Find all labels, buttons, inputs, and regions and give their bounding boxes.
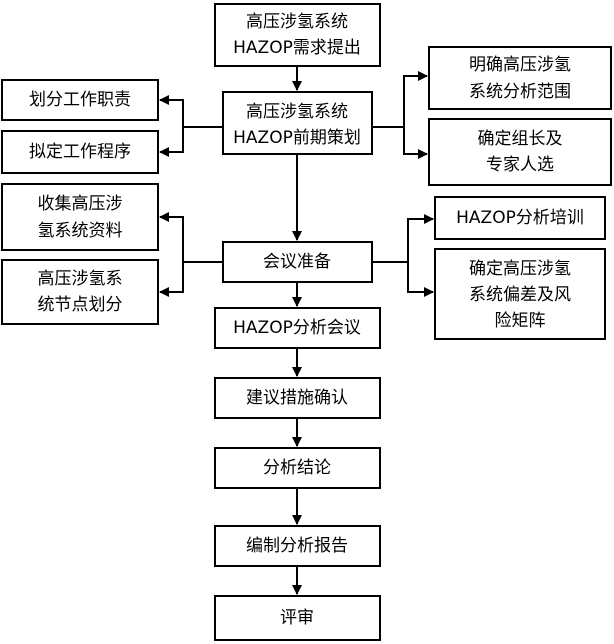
edge-preplan-to-divide-duty [159, 95, 223, 128]
node-deviation-line-1: 确定高压涉氢 [469, 259, 571, 279]
node-nodes-div-line-2: 统节点划分 [38, 295, 123, 315]
node-pre-plan-line-2: HAZOP前期策划 [233, 128, 361, 148]
node-collect: 收集高压涉 氢系统资料 [1, 183, 159, 251]
node-collect-line-1: 收集高压涉 [38, 194, 123, 214]
node-deviation: 确定高压涉氢 系统偏差及风 险矩阵 [434, 248, 606, 340]
edge-prep-to-training [372, 214, 434, 263]
edge-preplan-to-draft-proc [159, 127, 184, 157]
node-report-line-1: 编制分析报告 [246, 536, 348, 556]
node-training-line-1: HAZOP分析培训 [456, 208, 584, 228]
edge-preplan-to-team [403, 127, 428, 159]
node-confirm-line-1: 建议措施确认 [246, 388, 348, 408]
node-draft-proc: 拟定工作程序 [1, 130, 159, 174]
node-pre-plan-line-1: 高压涉氢系统 [246, 102, 348, 122]
node-demand-line-2: HAZOP需求提出 [233, 38, 361, 58]
node-nodes-div: 高压涉氢系 统节点划分 [1, 259, 159, 325]
node-deviation-line-2: 系统偏差及风 [469, 285, 571, 305]
edge-preplan-to-scope [372, 71, 428, 128]
node-conclusion: 分析结论 [214, 447, 381, 489]
node-conclusion-line-1: 分析结论 [263, 458, 331, 478]
edge-prep-to-collect [159, 212, 223, 263]
node-divide-duty-line-1: 划分工作职责 [29, 90, 131, 110]
edges [159, 66, 434, 595]
node-pre-plan: 高压涉氢系统 HAZOP前期策划 [222, 91, 373, 155]
node-team-line-1: 确定组长及 [478, 129, 563, 149]
node-scope: 明确高压涉氢 系统分析范围 [428, 46, 612, 110]
node-demand-line-1: 高压涉氢系统 [246, 12, 348, 32]
node-deviation-line-3: 险矩阵 [495, 311, 546, 331]
node-meeting-line-1: HAZOP分析会议 [233, 318, 361, 338]
node-training: HAZOP分析培训 [434, 196, 606, 240]
edge-prep-to-nodes-div [159, 262, 184, 297]
node-nodes-div-line-1: 高压涉氢系 [38, 269, 123, 289]
node-meeting: HAZOP分析会议 [214, 307, 381, 349]
node-prep: 会议准备 [222, 241, 373, 283]
node-review: 评审 [214, 595, 381, 641]
node-demand: 高压涉氢系统 HAZOP需求提出 [214, 3, 381, 67]
node-team: 确定组长及 专家人选 [428, 118, 612, 186]
node-draft-proc-line-1: 拟定工作程序 [29, 142, 131, 162]
node-scope-line-2: 系统分析范围 [469, 82, 571, 102]
edge-prep-to-deviation [407, 262, 434, 297]
node-confirm: 建议措施确认 [214, 377, 381, 419]
node-team-line-2: 专家人选 [486, 155, 554, 175]
node-prep-line-1: 会议准备 [263, 252, 331, 272]
node-report: 编制分析报告 [214, 525, 381, 567]
node-divide-duty: 划分工作职责 [1, 79, 159, 121]
node-review-line-1: 评审 [280, 608, 314, 628]
node-collect-line-2: 氢系统资料 [38, 221, 123, 241]
node-scope-line-1: 明确高压涉氢 [469, 55, 571, 75]
